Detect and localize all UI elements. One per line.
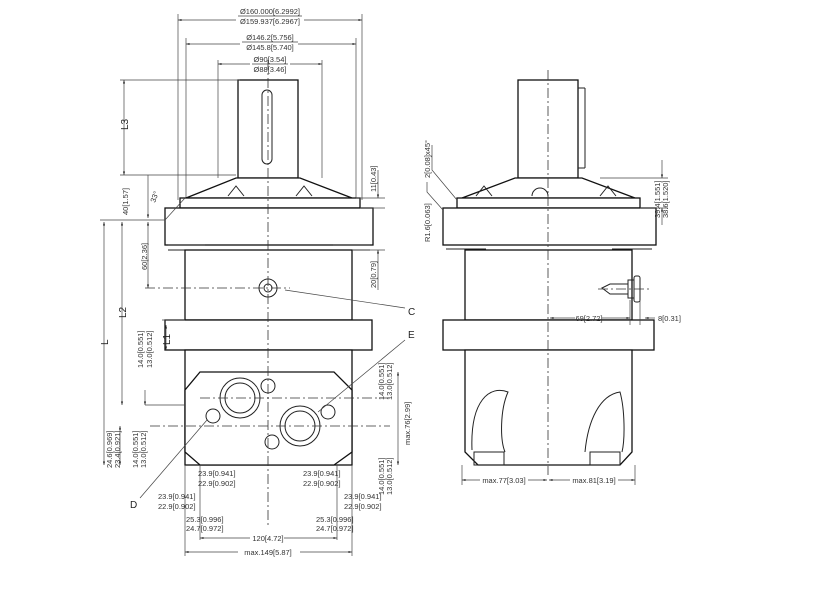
dim-L: L — [100, 339, 111, 345]
dim-port-offset-max: 24.6[0.969] — [105, 430, 114, 468]
mounting-flange — [164, 207, 374, 246]
dim-port-w4-min: 22.9[0.902] — [344, 502, 382, 511]
front-right-dimensions: 11[0.43] 20[0.79] max.76[2.99] 14.0[0.55… — [352, 165, 412, 495]
side-view: 39.4[1.551] 38.6[1.520] 2[0.08]x45° R1.6… — [423, 70, 681, 485]
dim-L2: L2 — [118, 306, 129, 318]
label-C: C — [408, 307, 415, 318]
dim-L3: L3 — [120, 118, 131, 130]
dim-radius: R1.6[0.063] — [423, 203, 432, 242]
front-body — [145, 60, 390, 525]
housing-band — [164, 319, 373, 351]
dim-overall-width: max.149[5.87] — [244, 548, 292, 557]
dim-port-c1-max: 25.3[0.996] — [186, 515, 224, 524]
dim-mid-min: Ø145.8[5.740] — [246, 43, 294, 52]
shaft-keyway — [261, 89, 273, 165]
dim-shaft-max: Ø90[3.54] — [254, 55, 287, 64]
dim-outer-max: Ø160.000[6.2992] — [240, 7, 300, 16]
left-dimensions: L3 L L2 L1 40[1.57] 33° 60[2.36] 14.0[0.… — [100, 79, 240, 468]
dim-port-w3-min: 22.9[0.902] — [158, 502, 196, 511]
dim-band-min: 13.0[0.512] — [145, 330, 154, 368]
dim-band4-min: 13.0[0.512] — [385, 457, 394, 495]
dim-L1: L1 — [162, 333, 173, 345]
dim-side-right-max: max.81[3.19] — [572, 476, 615, 485]
dim-port-depth: max.76[2.99] — [403, 402, 412, 445]
side-flange — [442, 207, 657, 246]
dim-mid-max: Ø146.2[5.756] — [246, 33, 294, 42]
dim-angle: 33° — [148, 190, 160, 204]
dim-pilot-height: 11[0.43] — [369, 165, 378, 192]
dim-port-w4-max: 23.9[0.941] — [344, 492, 382, 501]
port-block — [184, 371, 353, 466]
dim-side-pilot-min: 38.6[1.520] — [661, 180, 670, 218]
dim-check-port-height: 60[2.36] — [140, 243, 149, 270]
dim-band3-min: 13.0[0.512] — [385, 362, 394, 400]
dim-port-offset-min: 23.4[0.921] — [113, 430, 122, 468]
dim-port-c1-min: 24.7[0.972] — [186, 524, 224, 533]
top-diameter-dimensions: Ø160.000[6.2992] Ø159.937[6.2967] Ø146.2… — [177, 7, 363, 200]
label-D: D — [130, 500, 137, 511]
dim-side-left-max: max.77[3.03] — [482, 476, 525, 485]
dim-chamfer: 2[0.08]x45° — [423, 140, 432, 178]
label-E: E — [408, 330, 415, 341]
dim-shaft-min: Ø88[3.46] — [254, 65, 287, 74]
dim-port-w2-max: 23.9[0.941] — [303, 469, 341, 478]
dim-outer-min: Ø159.937[6.2967] — [240, 17, 300, 26]
dim-band4-max: 14.0[0.551] — [377, 457, 386, 495]
dim-port-w3-max: 23.9[0.941] — [158, 492, 196, 501]
callouts: C E D — [130, 289, 415, 511]
dim-band-max: 14.0[0.551] — [136, 330, 145, 368]
dim-side-pilot-max: 39.4[1.551] — [653, 180, 662, 218]
dim-port-w1-max: 23.9[0.941] — [198, 469, 236, 478]
dim-band2-min: 13.0[0.512] — [139, 430, 148, 468]
dim-port-c2-min: 24.7[0.972] — [316, 524, 354, 533]
dim-port-c2-max: 25.3[0.996] — [316, 515, 354, 524]
dim-port-c-offset: 69[2.72] — [575, 314, 602, 323]
dim-flange-below: 20[0.79] — [369, 261, 378, 288]
dim-band3-max: 14.0[0.551] — [377, 362, 386, 400]
dim-port-w1-min: 22.9[0.902] — [198, 479, 236, 488]
bearing-cone — [185, 177, 353, 199]
dim-port-spacing: 120[4.72] — [252, 534, 283, 543]
bottom-dimensions: 23.9[0.941] 22.9[0.902] 23.9[0.941] 22.9… — [158, 465, 382, 557]
front-view: Ø160.000[6.2992] Ø159.937[6.2967] Ø146.2… — [100, 7, 415, 557]
dim-flange-height: 40[1.57] — [121, 188, 130, 215]
dim-band2-max: 14.0[0.551] — [131, 430, 140, 468]
dim-port-w2-min: 22.9[0.902] — [303, 479, 341, 488]
dim-port-c-length: 8[0.31] — [658, 314, 681, 323]
